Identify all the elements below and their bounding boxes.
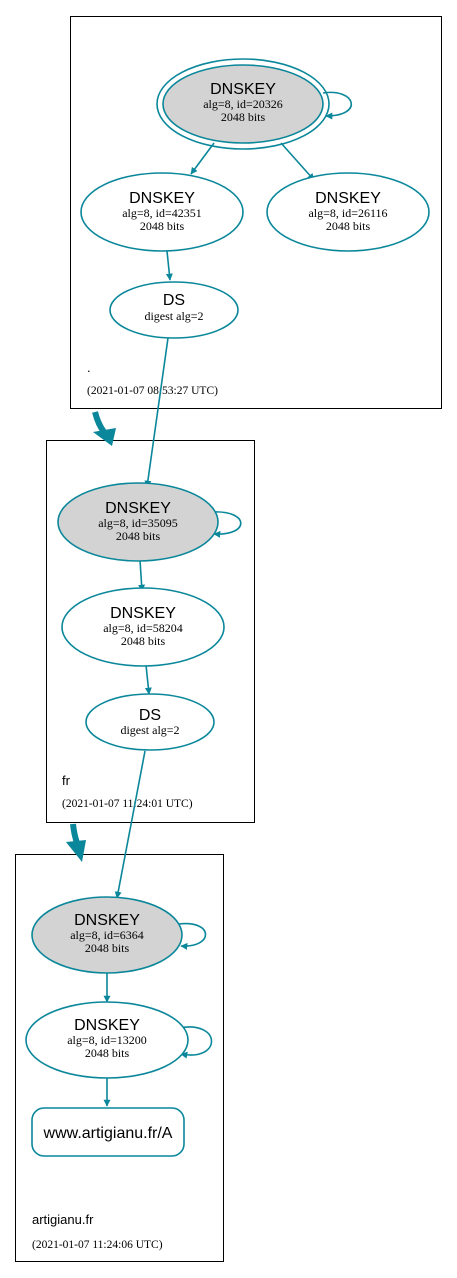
node-detail: alg=8, id=26116 bbox=[308, 206, 387, 220]
edge-root-ksk-to-zsk2 bbox=[280, 142, 315, 181]
node-art-zsk: DNSKEY alg=8, id=13200 2048 bits bbox=[25, 1001, 189, 1079]
node-title: DS bbox=[139, 707, 161, 724]
node-fr-ds-shape bbox=[85, 693, 215, 751]
node-detail: digest alg=2 bbox=[144, 309, 203, 323]
node-detail: alg=8, id=35095 bbox=[98, 516, 178, 530]
node-detail: digest alg=2 bbox=[120, 723, 179, 737]
node-fr-ksk: DNSKEY alg=8, id=35095 2048 bits bbox=[57, 482, 219, 562]
node-bits: 2048 bits bbox=[326, 219, 371, 233]
node-bits: 2048 bits bbox=[221, 110, 266, 124]
node-art-zsk-shape bbox=[25, 1001, 189, 1079]
node-art-rrset-shape bbox=[31, 1107, 185, 1157]
zone-root-name: . bbox=[87, 360, 91, 375]
node-title: DNSKEY bbox=[105, 500, 171, 517]
node-title: DS bbox=[163, 292, 185, 309]
node-root-zsk1-shape bbox=[80, 172, 244, 252]
node-art-ksk: DNSKEY alg=8, id=6364 2048 bits bbox=[31, 896, 183, 974]
node-root-ds-shape bbox=[109, 281, 239, 339]
trust-anchor-outer-ring bbox=[156, 58, 330, 150]
self-loop-fr-ksk bbox=[211, 511, 242, 538]
zone-fr-box bbox=[46, 440, 255, 823]
signature-edges bbox=[103, 91, 353, 1107]
zone-fr-timestamp: (2021-01-07 11:24:01 UTC) bbox=[62, 798, 193, 810]
edge-fr-ksk-to-fr-zsk bbox=[138, 559, 146, 592]
zone-artigianu: artigianu.fr (2021-01-07 11:24:06 UTC) bbox=[15, 854, 224, 1262]
self-loop-root-ksk bbox=[322, 91, 353, 120]
node-fr-zsk-shape bbox=[61, 587, 225, 667]
node-root-zsk2: DNSKEY alg=8, id=26116 2048 bits bbox=[266, 172, 430, 252]
zone-root-box bbox=[70, 16, 442, 409]
edge-root-ds-to-fr-ksk bbox=[144, 337, 169, 488]
node-title: www.artigianu.fr/A bbox=[43, 1125, 173, 1142]
node-art-rrset: www.artigianu.fr/A bbox=[31, 1107, 185, 1157]
self-loop-art-zsk bbox=[178, 1026, 213, 1059]
node-title: DNSKEY bbox=[129, 190, 195, 207]
node-fr-zsk: DNSKEY alg=8, id=58204 2048 bits bbox=[61, 587, 225, 667]
node-art-ksk-shape bbox=[31, 896, 183, 974]
edge-root-zsk1-to-ds bbox=[165, 250, 173, 281]
node-bits: 2048 bits bbox=[121, 634, 166, 648]
delegation-arrowhead-root-to-fr bbox=[93, 428, 116, 446]
edge-root-ksk-to-zsk1 bbox=[190, 142, 215, 175]
zone-artigianu-name: artigianu.fr bbox=[32, 1212, 94, 1227]
zone-root: . (2021-01-07 08:53:27 UTC) bbox=[70, 16, 442, 409]
zone-root-timestamp: (2021-01-07 08:53:27 UTC) bbox=[87, 385, 218, 397]
node-root-ksk-shape bbox=[162, 64, 324, 144]
self-loop-art-ksk bbox=[178, 922, 207, 950]
zone-fr: fr (2021-01-07 11:24:01 UTC) bbox=[46, 440, 255, 823]
node-detail: alg=8, id=6364 bbox=[70, 928, 144, 942]
node-fr-ds: DS digest alg=2 bbox=[85, 693, 215, 751]
node-bits: 2048 bits bbox=[116, 529, 161, 543]
node-title: DNSKEY bbox=[210, 81, 276, 98]
node-root-ds: DS digest alg=2 bbox=[109, 281, 239, 339]
node-title: DNSKEY bbox=[74, 912, 140, 929]
node-root-zsk1: DNSKEY alg=8, id=42351 2048 bits bbox=[80, 172, 244, 252]
node-bits: 2048 bits bbox=[85, 1046, 130, 1060]
node-fr-ksk-shape bbox=[57, 482, 219, 562]
node-root-zsk2-shape bbox=[266, 172, 430, 252]
node-detail: alg=8, id=13200 bbox=[67, 1033, 147, 1047]
node-detail: alg=8, id=42351 bbox=[122, 206, 202, 220]
node-detail: alg=8, id=58204 bbox=[103, 621, 183, 635]
edge-fr-ds-to-art-ksk bbox=[114, 750, 146, 899]
node-bits: 2048 bits bbox=[140, 219, 185, 233]
node-bits: 2048 bits bbox=[85, 941, 130, 955]
edge-fr-zsk-to-fr-ds bbox=[144, 664, 152, 695]
delegation-arrowhead-fr-to-artigianu bbox=[66, 840, 86, 862]
delegation-arrow-fr-to-artigianu bbox=[70, 823, 80, 844]
node-title: DNSKEY bbox=[110, 605, 176, 622]
zone-artigianu-timestamp: (2021-01-07 11:24:06 UTC) bbox=[32, 1239, 163, 1251]
node-title: DNSKEY bbox=[315, 190, 381, 207]
node-detail: alg=8, id=20326 bbox=[203, 97, 283, 111]
node-root-ksk: DNSKEY alg=8, id=20326 2048 bits bbox=[156, 58, 330, 150]
node-title: DNSKEY bbox=[74, 1017, 140, 1034]
zone-artigianu-box bbox=[15, 854, 224, 1262]
delegation-arrow-root-to-fr bbox=[92, 411, 107, 434]
zone-fr-name: fr bbox=[62, 773, 71, 788]
delegation-arrows bbox=[66, 411, 116, 862]
